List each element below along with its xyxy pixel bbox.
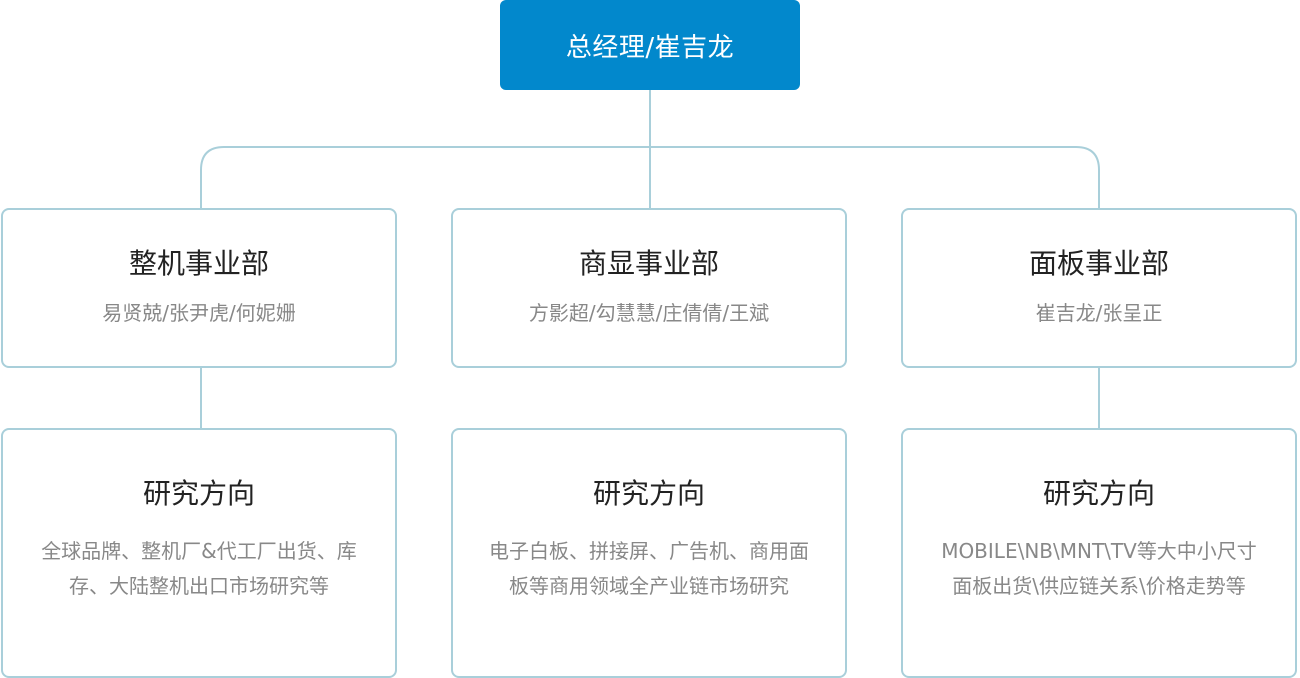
department-members: 方影超/勾慧慧/庄倩倩/王斌 (528, 301, 770, 325)
research-title: 研究方向 (1042, 477, 1155, 510)
research-description: 全球品牌、整机厂&代工厂出货、库存、大陆整机出口市场研究等 (41, 539, 357, 598)
research-description: MOBILE\NB\MNT\TV等大中小尺寸面板出货\供应链关系\价格走势等 (941, 539, 1257, 598)
department-title: 商显事业部 (578, 247, 719, 280)
general-manager-node: 总经理/崔吉龙 (500, 0, 800, 90)
research-title: 研究方向 (142, 477, 255, 510)
department-node-panel: 面板事业部 崔吉龙/张呈正 (901, 208, 1297, 368)
general-manager-label: 总经理/崔吉龙 (565, 32, 735, 63)
department-title: 面板事业部 (1028, 247, 1169, 280)
research-description: 电子白板、拼接屏、广告机、商用面板等商用领域全产业链市场研究 (489, 539, 809, 598)
research-node-panel: 研究方向 MOBILE\NB\MNT\TV等大中小尺寸面板出货\供应链关系\价格… (901, 428, 1297, 678)
department-node-commercial-display: 商显事业部 方影超/勾慧慧/庄倩倩/王斌 (451, 208, 847, 368)
research-node-commercial-display: 研究方向 电子白板、拼接屏、广告机、商用面板等商用领域全产业链市场研究 (451, 428, 847, 678)
horizontal-bus-line (200, 146, 1100, 208)
department-title: 整机事业部 (128, 247, 269, 280)
department-members: 易贤兢/张尹虎/何妮姗 (102, 301, 296, 325)
department-members: 崔吉龙/张呈正 (1035, 301, 1163, 325)
research-title: 研究方向 (592, 477, 705, 510)
research-node-complete-machine: 研究方向 全球品牌、整机厂&代工厂出货、库存、大陆整机出口市场研究等 (1, 428, 397, 678)
department-node-complete-machine: 整机事业部 易贤兢/张尹虎/何妮姗 (1, 208, 397, 368)
